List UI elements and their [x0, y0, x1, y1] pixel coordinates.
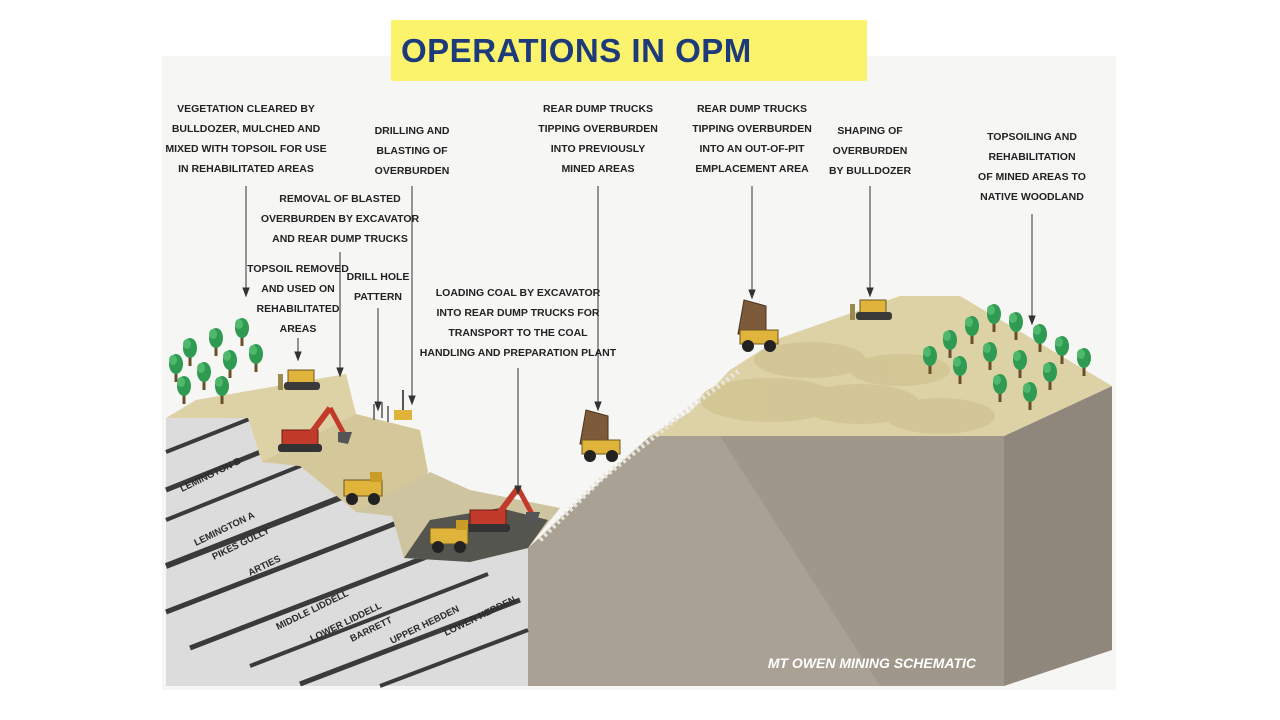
svg-text:REHABILITATED: REHABILITATED — [256, 303, 339, 315]
svg-text:REMOVAL OF BLASTED: REMOVAL OF BLASTED — [279, 193, 401, 205]
bulldozer-icon — [849, 299, 893, 321]
svg-text:OVERBURDEN BY EXCAVATOR: OVERBURDEN BY EXCAVATOR — [261, 213, 420, 225]
dump-terraces — [700, 342, 995, 434]
svg-text:IN REHABILITATED AREAS: IN REHABILITATED AREAS — [178, 163, 314, 175]
title-banner: OPERATIONS IN OPM — [391, 20, 867, 81]
callout-tipping-outofpit: REAR DUMP TRUCKS TIPPING OVERBURDEN INTO… — [692, 103, 812, 175]
svg-text:HANDLING AND PREPARATION PLANT: HANDLING AND PREPARATION PLANT — [420, 347, 617, 359]
dump-truck-icon — [579, 409, 621, 463]
dump-truck-icon — [737, 299, 779, 353]
svg-text:REAR DUMP TRUCKS: REAR DUMP TRUCKS — [543, 103, 653, 115]
callout-removal: REMOVAL OF BLASTED OVERBURDEN BY EXCAVAT… — [261, 193, 420, 245]
svg-text:INTO REAR DUMP TRUCKS FOR: INTO REAR DUMP TRUCKS FOR — [437, 307, 600, 319]
drill-rig-icon — [394, 390, 412, 420]
svg-text:OF MINED AREAS TO: OF MINED AREAS TO — [978, 171, 1086, 183]
svg-text:TOPSOILING AND: TOPSOILING AND — [987, 131, 1077, 143]
leader-lines — [242, 186, 1036, 496]
schematic-label: MT OWEN MINING SCHEMATIC — [768, 655, 977, 671]
svg-text:OVERBURDEN: OVERBURDEN — [375, 165, 450, 177]
mid-bench — [262, 414, 428, 516]
svg-text:TOPSOIL REMOVED: TOPSOIL REMOVED — [247, 263, 349, 275]
svg-text:BY BULLDOZER: BY BULLDOZER — [829, 165, 911, 177]
overburden-dump — [528, 296, 1112, 548]
svg-text:REAR DUMP TRUCKS: REAR DUMP TRUCKS — [697, 103, 807, 115]
svg-text:INTO PREVIOUSLY: INTO PREVIOUSLY — [551, 143, 646, 155]
svg-text:LOADING COAL BY EXCAVATOR: LOADING COAL BY EXCAVATOR — [436, 287, 601, 299]
svg-text:NATIVE WOODLAND: NATIVE WOODLAND — [980, 191, 1084, 203]
drill-hole-pattern — [373, 402, 389, 422]
svg-text:VEGETATION CLEARED BY: VEGETATION CLEARED BY — [177, 103, 315, 115]
callout-shaping: SHAPING OF OVERBURDEN BY BULLDOZER — [829, 125, 911, 177]
bulldozer-icon — [277, 369, 321, 391]
rock-block-shade — [720, 436, 1004, 686]
svg-text:AND USED ON: AND USED ON — [261, 283, 335, 295]
rock-block-side — [1004, 386, 1112, 686]
svg-text:INTO AN OUT-OF-PIT: INTO AN OUT-OF-PIT — [700, 143, 806, 155]
callout-rehab: TOPSOILING AND REHABILITATION OF MINED A… — [978, 131, 1086, 203]
svg-text:EMPLACEMENT AREA: EMPLACEMENT AREA — [695, 163, 809, 175]
svg-text:PATTERN: PATTERN — [354, 291, 402, 303]
svg-text:BULLDOZER, MULCHED AND: BULLDOZER, MULCHED AND — [172, 123, 321, 135]
svg-text:TIPPING OVERBURDEN: TIPPING OVERBURDEN — [692, 123, 812, 135]
svg-text:BLASTING OF: BLASTING OF — [376, 145, 448, 157]
svg-text:TIPPING OVERBURDEN: TIPPING OVERBURDEN — [538, 123, 658, 135]
callout-drillhole: DRILL HOLE PATTERN — [347, 271, 410, 303]
haul-road — [538, 368, 742, 542]
callout-loading: LOADING COAL BY EXCAVATOR INTO REAR DUMP… — [420, 287, 617, 359]
svg-text:REHABILITATION: REHABILITATION — [988, 151, 1075, 163]
svg-text:DRILLING AND: DRILLING AND — [375, 125, 450, 137]
svg-text:AND REAR DUMP TRUCKS: AND REAR DUMP TRUCKS — [272, 233, 408, 245]
svg-text:DRILL HOLE: DRILL HOLE — [347, 271, 410, 283]
svg-text:SHAPING OF: SHAPING OF — [837, 125, 903, 137]
svg-text:MINED AREAS: MINED AREAS — [561, 163, 634, 175]
svg-text:MIXED WITH TOPSOIL FOR USE: MIXED WITH TOPSOIL FOR USE — [165, 143, 326, 155]
callout-vegetation: VEGETATION CLEARED BY BULLDOZER, MULCHED… — [165, 103, 326, 175]
svg-text:OVERBURDEN: OVERBURDEN — [833, 145, 908, 157]
callout-drilling: DRILLING AND BLASTING OF OVERBURDEN — [375, 125, 450, 177]
callout-tipping-previous: REAR DUMP TRUCKS TIPPING OVERBURDEN INTO… — [538, 103, 658, 175]
svg-text:TRANSPORT TO THE COAL: TRANSPORT TO THE COAL — [448, 327, 588, 339]
page-title: OPERATIONS IN OPM — [401, 32, 752, 69]
callout-topsoil: TOPSOIL REMOVED AND USED ON REHABILITATE… — [247, 263, 349, 335]
svg-text:AREAS: AREAS — [280, 323, 317, 335]
